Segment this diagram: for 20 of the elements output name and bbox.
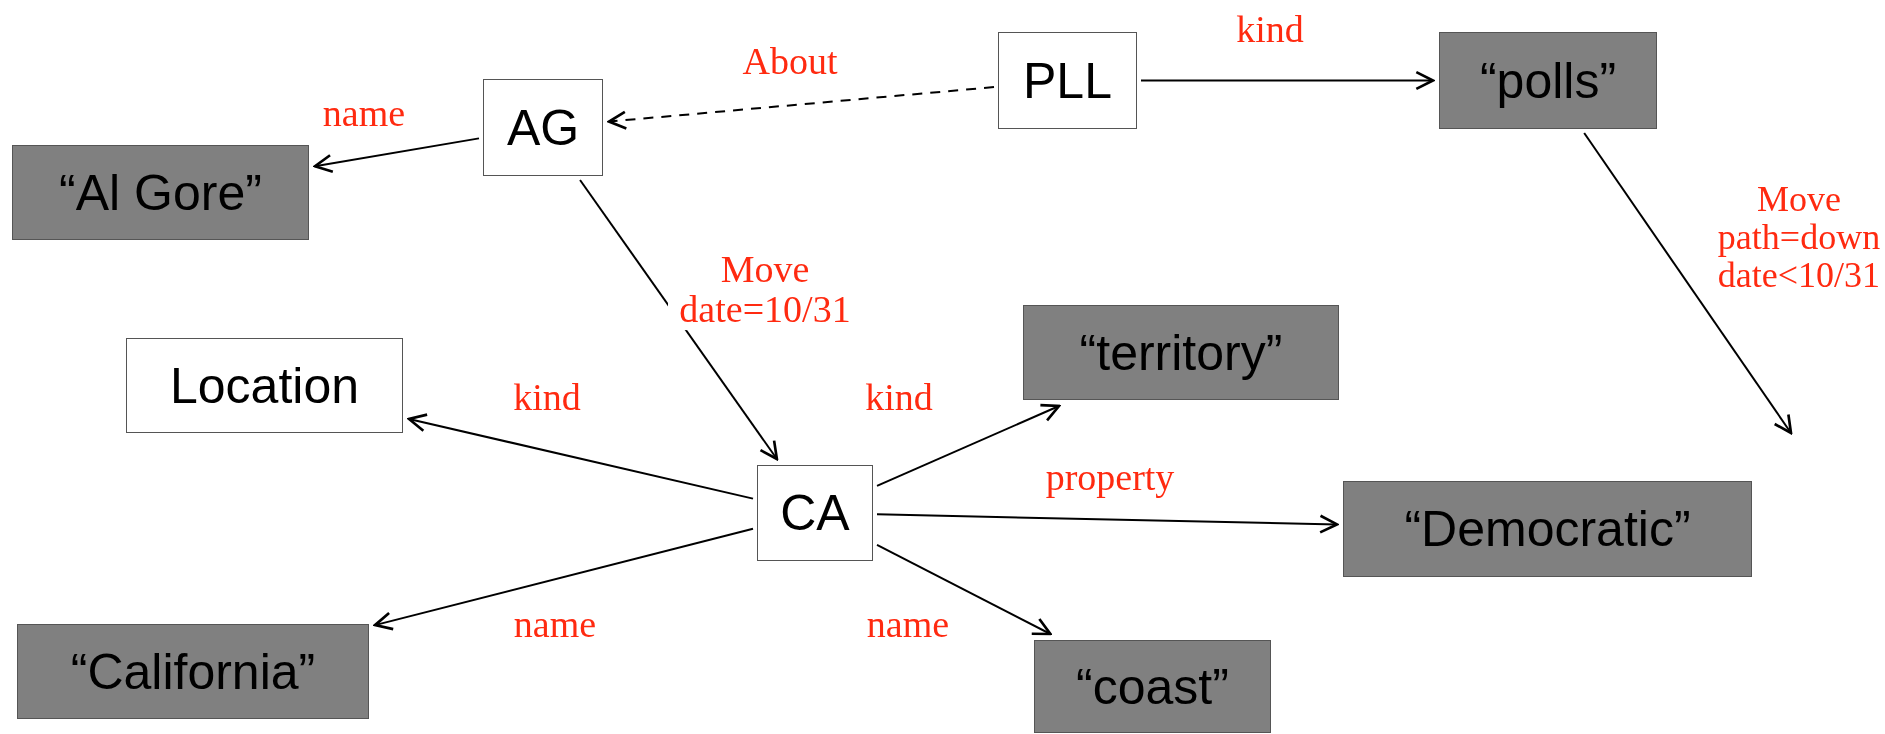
value-box: “Al Gore” bbox=[12, 145, 309, 240]
arrow bbox=[607, 86, 995, 130]
arrow bbox=[876, 543, 1052, 636]
value-box: “coast” bbox=[1034, 640, 1271, 733]
value-box: “polls” bbox=[1439, 32, 1657, 129]
value-box: “territory” bbox=[1023, 305, 1339, 400]
entity-box: Location bbox=[126, 338, 403, 433]
arrow bbox=[1583, 132, 1793, 435]
value-box: “Democratic” bbox=[1343, 481, 1752, 577]
arrow bbox=[1140, 70, 1435, 91]
arrow bbox=[313, 137, 480, 173]
arrow bbox=[407, 413, 754, 500]
value-box: “California” bbox=[17, 624, 369, 719]
entity-box: CA bbox=[757, 465, 873, 561]
entity-box: AG bbox=[483, 79, 603, 176]
arrow bbox=[876, 513, 1339, 534]
entity-box: PLL bbox=[998, 32, 1137, 129]
arrow bbox=[876, 403, 1061, 487]
arrow bbox=[373, 527, 754, 631]
arrow bbox=[579, 179, 779, 461]
